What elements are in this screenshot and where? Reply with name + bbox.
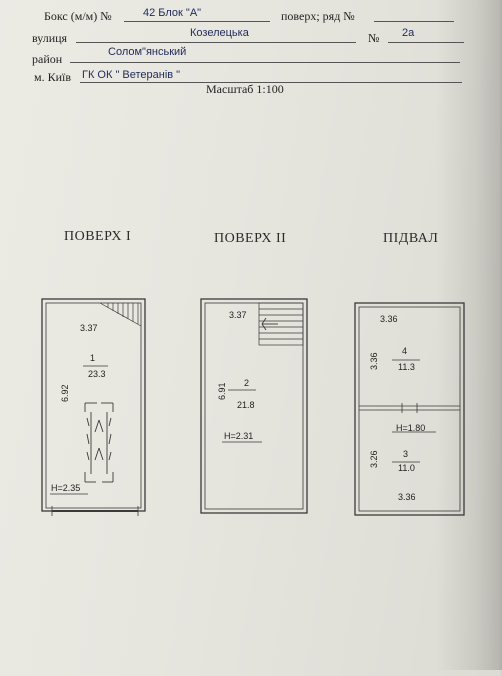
number-value: 2а	[402, 27, 415, 39]
city-underline	[80, 82, 462, 83]
car-icon	[84, 402, 114, 483]
floor1-title: ПОВЕРХ І	[64, 229, 132, 244]
floor-row-label: поверх; ряд №	[281, 9, 355, 23]
basement-outer-wall	[354, 302, 465, 516]
org-value: ГК ОК " Ветеранів "	[82, 69, 181, 81]
floor2-plan	[200, 298, 308, 514]
room3-length: 3.26	[369, 450, 379, 468]
floor2-stair	[258, 302, 304, 346]
floor1-stair	[99, 302, 142, 327]
basement-title: ПІДВАЛ	[383, 231, 439, 246]
basement-width-top: 3.36	[380, 314, 398, 324]
street-value: Козелецька	[190, 27, 249, 39]
floor1-room-number: 1	[90, 353, 95, 363]
number-underline	[388, 42, 464, 43]
floor1-length: 6.92	[60, 384, 70, 402]
row-underline	[374, 21, 454, 22]
basement-inner-wall	[358, 306, 461, 512]
room4-number: 4	[402, 346, 407, 356]
basement-height: Н=1.80	[396, 423, 425, 433]
floor1-height: Н=2.35	[51, 483, 80, 493]
shadow-edge	[436, 0, 502, 670]
floor2-inner-wall	[204, 302, 304, 510]
scale-label: Масштаб 1:100	[206, 82, 284, 96]
room3-area: 11.0	[398, 463, 415, 473]
district-underline	[70, 62, 460, 63]
box-underline	[124, 21, 270, 22]
basement-plan	[354, 302, 465, 516]
city-label: м. Київ	[34, 70, 72, 84]
floor2-outer-wall	[200, 298, 308, 514]
box-value: 42 Блок "А"	[143, 7, 202, 19]
room4-area: 11.3	[398, 362, 415, 372]
floor1-width: 3.37	[80, 323, 98, 333]
street-label: вулиця	[32, 31, 68, 45]
floor2-height: Н=2.31	[224, 431, 253, 441]
floor1-area: 23.3	[88, 369, 106, 379]
room3-number: 3	[403, 449, 408, 459]
box-label: Бокс (м/м) №	[44, 9, 112, 23]
floor1-plan	[41, 298, 146, 516]
floor2-length: 6.91	[217, 382, 227, 400]
floor2-room-number: 2	[244, 378, 249, 388]
floor2-title: ПОВЕРХ ІІ	[214, 231, 287, 246]
floor2-area: 21.8	[237, 400, 255, 410]
room4-length: 3.36	[369, 352, 379, 370]
basement-width-bottom: 3.36	[398, 492, 416, 502]
district-label: район	[32, 52, 63, 66]
street-underline	[76, 42, 356, 43]
number-label: №	[368, 31, 380, 45]
floor1-inner-wall	[45, 302, 142, 509]
floor2-width: 3.37	[229, 310, 247, 320]
district-value: Солом"янський	[108, 46, 187, 58]
